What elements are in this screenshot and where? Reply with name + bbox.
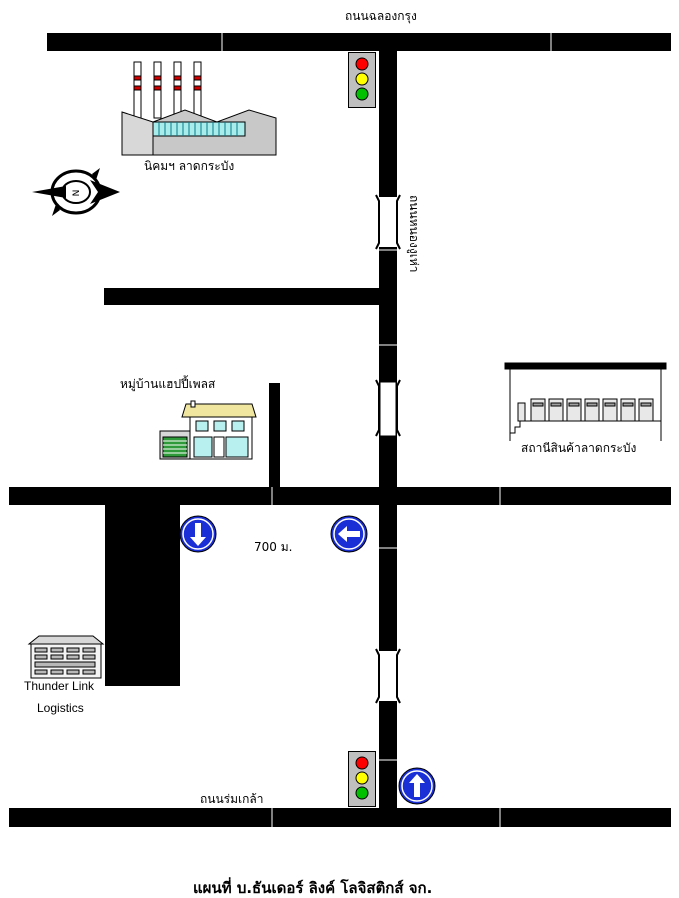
bridge-icon [375,194,401,250]
side-road-upper [104,288,384,305]
bottom-road-label: ถนนร่มเกล้า [200,792,264,806]
top-road [47,33,671,51]
traffic-light-icon [348,751,376,807]
map-title: แผนที่ บ.ธันเดอร์ ลิงค์ โลจิสติกส์ จก. [193,879,433,897]
company-access-road [105,503,180,686]
middle-road [9,487,671,505]
factory-icon [121,61,277,156]
bridge-icon [375,648,401,704]
distance-label: 700 ม. [254,540,293,554]
arrow-up-sign-icon [398,767,436,805]
company-label-line2: Logistics [37,701,84,715]
arrow-down-sign-icon [179,515,217,553]
station-label: สถานีสินค้าลาดกระบัง [521,441,637,455]
bottom-road [9,808,671,827]
house-icon [159,400,257,460]
compass-north-letter: N [72,190,82,197]
office-building-icon [27,635,105,679]
top-road-label: ถนนฉลองกรุง [345,9,417,23]
village-label: หมู่บ้านแฮปปี้เพลส [120,377,216,391]
compass-icon: N [32,168,120,216]
vertical-road-label: ถนนหนองงูเห่า [407,195,421,273]
arrow-left-sign-icon [330,515,368,553]
company-label-line1: Thunder Link [24,679,95,693]
industrial-estate-label: นิคมฯ ลาดกระบัง [144,159,235,173]
traffic-light-icon [348,52,376,108]
warehouse-icon [504,362,667,441]
bridge-icon [375,379,401,437]
village-connector-road [269,383,280,489]
